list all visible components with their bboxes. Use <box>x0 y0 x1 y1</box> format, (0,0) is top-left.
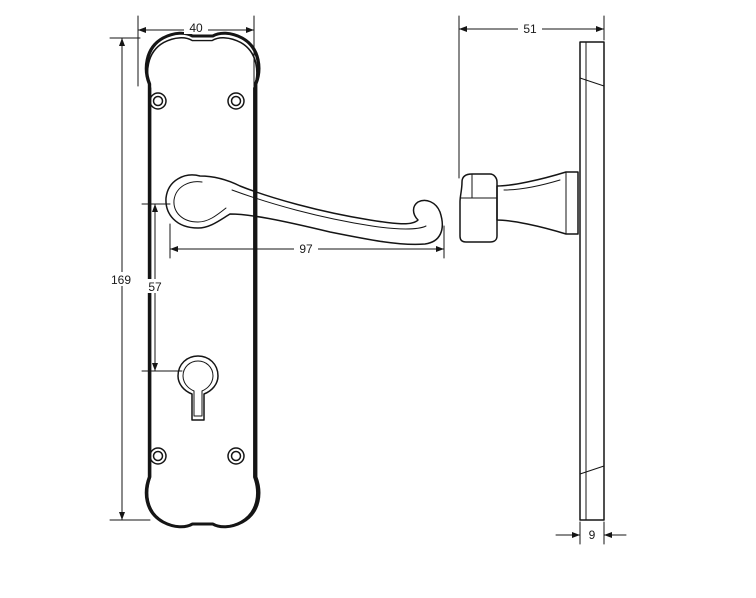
backplate-side-edge-top <box>579 77 605 87</box>
dimension-plate-thickness: 9 <box>555 521 627 545</box>
dimension-lever-length: 97 <box>169 223 445 259</box>
lever-grip-side <box>459 173 498 243</box>
front-view <box>144 31 444 529</box>
backplate-inner-outline <box>146 37 258 528</box>
screw-hole-bottom-right <box>227 447 245 465</box>
screw-hole-top-left <box>149 92 167 110</box>
lever-handle-highlight <box>231 189 427 230</box>
dimension-projection-label: 51 <box>523 22 537 36</box>
dimension-overall-height: 169 <box>108 37 151 521</box>
lever-rose-side <box>496 171 579 235</box>
backplate-side-edge-bottom <box>579 465 605 475</box>
dimension-backset: 57 <box>141 203 183 372</box>
screw-hole-top-right <box>227 92 245 110</box>
dimension-lever-length-label: 97 <box>299 242 313 256</box>
side-view <box>459 41 605 521</box>
backplate-side-profile <box>579 41 605 521</box>
dimension-plate-thickness-label: 9 <box>589 528 596 542</box>
screw-hole-bottom-left <box>149 447 167 465</box>
dimension-plate-width: 40 <box>137 15 255 87</box>
lever-handle <box>165 174 444 246</box>
dimension-backset-label: 57 <box>148 280 162 294</box>
lever-handle-inner <box>173 181 227 223</box>
dimension-overall-height-label: 169 <box>111 273 131 287</box>
keyhole-inner <box>182 360 214 417</box>
dimension-projection: 51 <box>458 15 605 179</box>
keyhole <box>177 355 219 421</box>
dimension-plate-width-label: 40 <box>189 21 203 35</box>
